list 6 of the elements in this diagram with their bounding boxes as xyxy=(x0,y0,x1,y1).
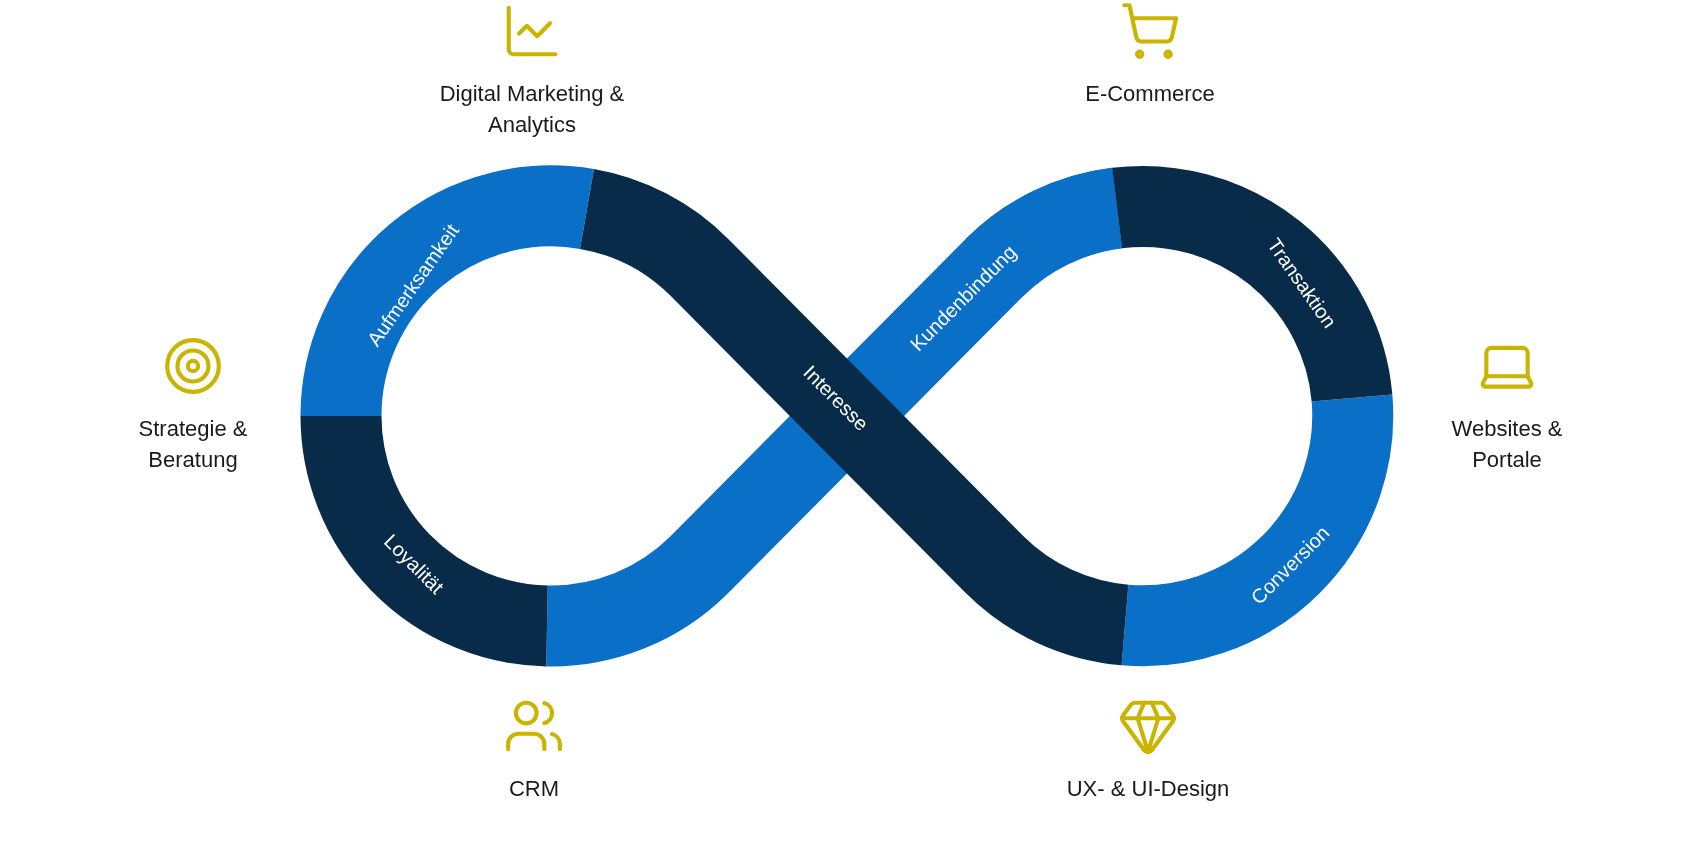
service-label: CRM xyxy=(508,775,560,803)
service-label: E-Commerce xyxy=(1085,80,1215,108)
service-label: Strategie & Beratung xyxy=(137,415,249,474)
service-label: Digital Marketing & Analytics xyxy=(438,80,626,139)
service-label: Websites & Portale xyxy=(1450,415,1564,474)
service-label: UX- & UI-Design xyxy=(1066,775,1230,803)
